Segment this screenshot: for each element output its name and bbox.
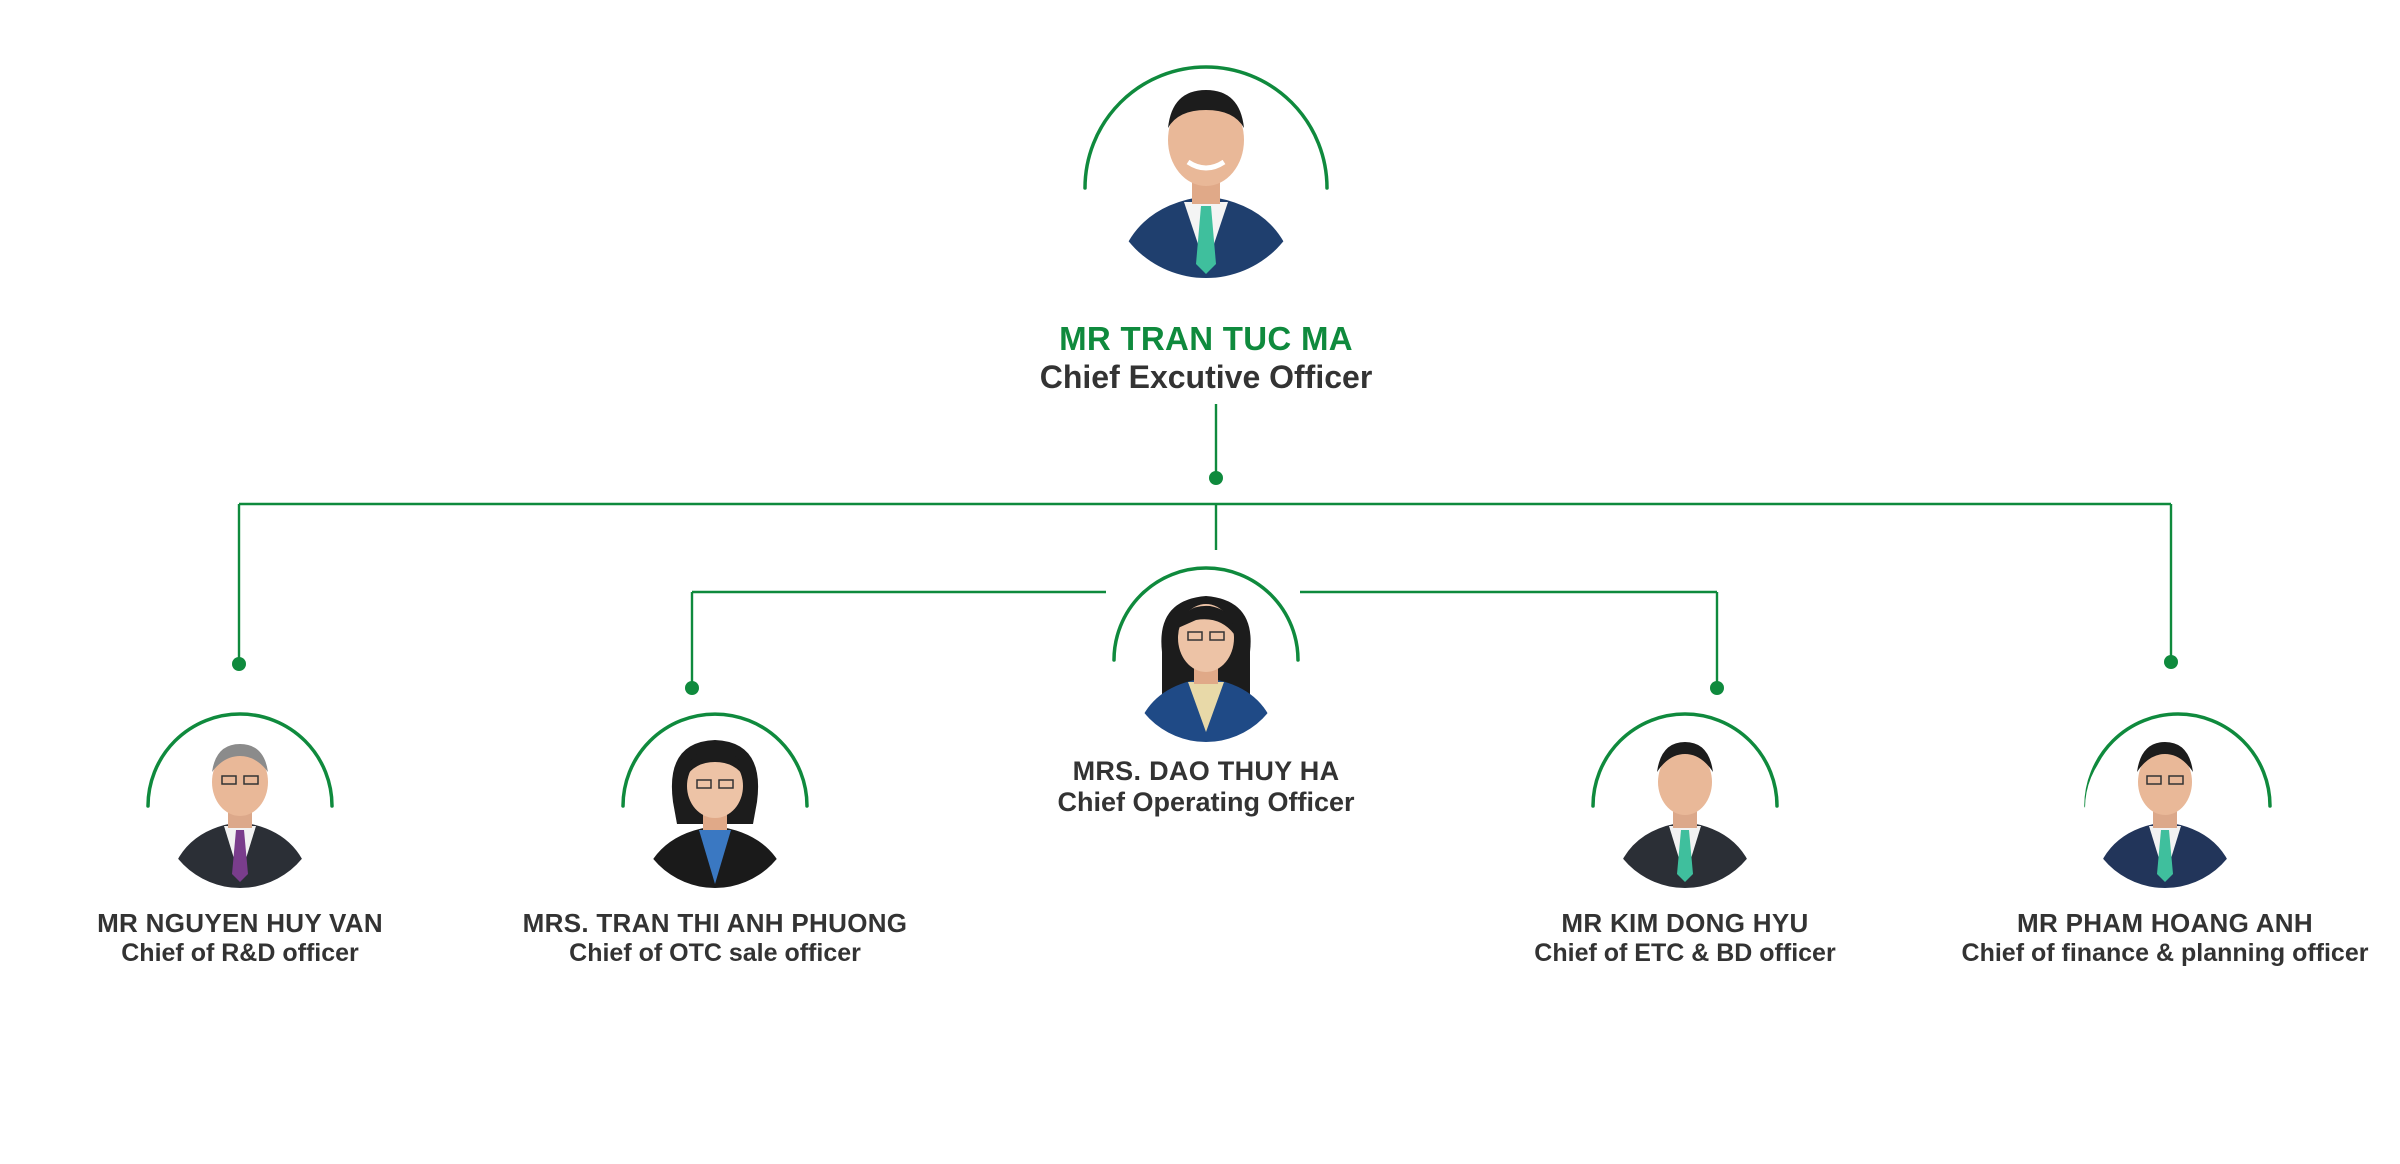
officer-card: MR NGUYEN HUY VAN Chief of R&D officer bbox=[10, 728, 470, 968]
officer-card: MRS. TRAN THI ANH PHUONG Chief of OTC sa… bbox=[485, 728, 945, 968]
officer-arc bbox=[146, 712, 334, 808]
ceo-portrait-icon bbox=[1106, 78, 1306, 278]
coo-portrait-icon bbox=[1126, 582, 1286, 742]
connector-dot bbox=[2164, 655, 2178, 669]
officer-arc bbox=[621, 712, 809, 808]
officer-title: Chief of ETC & BD officer bbox=[1534, 939, 1836, 967]
coo-arc bbox=[1112, 566, 1300, 662]
officer-card: MR PHAM HOANG ANH Chief of finance & pla… bbox=[1935, 728, 2395, 968]
connector-dot bbox=[232, 657, 246, 671]
officer-portrait-icon bbox=[635, 728, 795, 888]
ceo-title: Chief Excutive Officer bbox=[1039, 359, 1373, 395]
officer-card: MR KIM DONG HYU Chief of ETC & BD office… bbox=[1455, 728, 1915, 968]
officer-portrait-icon bbox=[2085, 728, 2245, 888]
connector-dot bbox=[1209, 471, 1223, 485]
ceo-name: MR TRAN TUC MA bbox=[1059, 320, 1353, 357]
officer-title: Chief of R&D officer bbox=[121, 939, 359, 967]
officer-arc bbox=[1591, 712, 1779, 808]
connector-dot bbox=[1710, 681, 1724, 695]
coo-title: Chief Operating Officer bbox=[1057, 787, 1355, 817]
ceo-card: MR TRAN TUC MA Chief Excutive Officer bbox=[976, 78, 1436, 396]
officer-name: MR NGUYEN HUY VAN bbox=[97, 908, 383, 938]
officer-name: MR PHAM HOANG ANH bbox=[2017, 908, 2313, 938]
officer-portrait-icon bbox=[1605, 728, 1765, 888]
officer-portrait-icon bbox=[160, 728, 320, 888]
officer-title: Chief of finance & planning officer bbox=[1961, 939, 2369, 967]
coo-card: MRS. DAO THUY HA Chief Operating Officer bbox=[976, 582, 1436, 818]
officer-arc bbox=[2084, 712, 2272, 808]
officer-name: MR KIM DONG HYU bbox=[1561, 908, 1809, 938]
officer-title: Chief of OTC sale officer bbox=[569, 939, 861, 967]
ceo-arc bbox=[1083, 65, 1329, 190]
officer-name: MRS. TRAN THI ANH PHUONG bbox=[522, 908, 908, 938]
connector-dot bbox=[685, 681, 699, 695]
coo-name: MRS. DAO THUY HA bbox=[1072, 756, 1340, 786]
